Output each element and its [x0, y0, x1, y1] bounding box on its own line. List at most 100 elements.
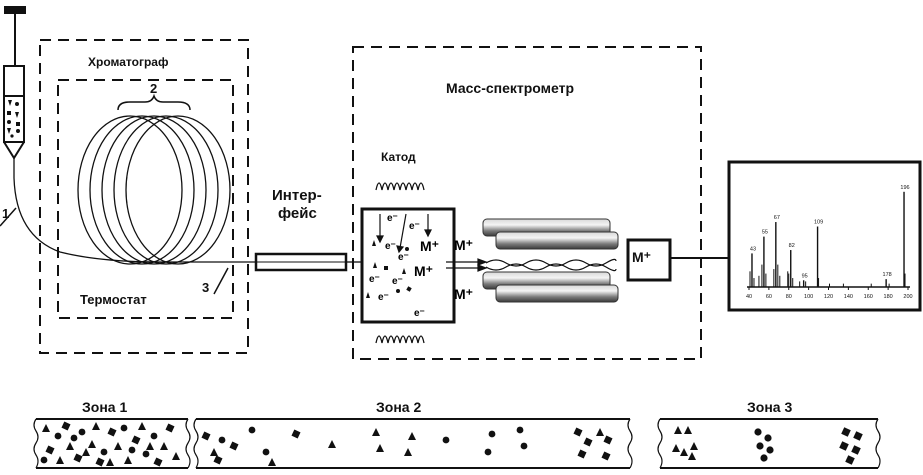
spectrum-peak-label: 82 [789, 243, 795, 249]
syringe-plunger-cap [4, 6, 26, 14]
thermostat-label: Термостат [80, 292, 147, 307]
zone-1-title: Зона 1 [82, 399, 127, 415]
spectrum-peak-label: 196 [900, 185, 909, 191]
thermostat-box [57, 79, 234, 319]
square-molecule [291, 429, 301, 439]
spectrum-peak-label: 43 [750, 246, 756, 252]
triangle-molecule [66, 442, 74, 450]
quadrupole-analyzer [482, 218, 619, 303]
ion-source-chamber [360, 207, 456, 324]
circle-molecule [756, 442, 764, 450]
circle-molecule [442, 436, 450, 444]
spectrum-peak-label: 55 [762, 230, 768, 236]
circle-molecule [760, 454, 768, 462]
square-molecule [213, 455, 223, 465]
triangle-molecule [92, 422, 100, 430]
square-molecule [851, 445, 861, 455]
square-molecule [95, 457, 105, 467]
spectrum-tick-label: 60 [766, 294, 772, 300]
circle-molecule [520, 442, 528, 450]
electron-symbol: e⁻ [385, 241, 396, 252]
circle-molecule [150, 432, 158, 440]
coil-brace [117, 93, 191, 111]
zone-2-title: Зона 2 [376, 399, 421, 415]
square-molecule [229, 441, 239, 451]
triangle-molecule [146, 442, 154, 450]
spectrum-tick-label: 160 [864, 294, 873, 300]
spectrum-peak-label: 178 [883, 272, 892, 278]
square-molecule [73, 453, 83, 463]
triangle-molecule [690, 442, 698, 450]
circle-molecule [100, 448, 108, 456]
spectrum-peak-label: 109 [814, 220, 823, 226]
triangle-molecule [82, 448, 90, 456]
triangle-molecule [376, 444, 384, 452]
electrons: e⁻ e⁻ e⁻ e⁻ e⁻ e⁻ e⁻ e⁻ [369, 213, 425, 319]
circle-molecule [78, 428, 86, 436]
syringe-barrel [3, 65, 25, 143]
electron-symbol: e⁻ [387, 213, 398, 224]
spectrum-tick-label: 140 [844, 294, 853, 300]
spectrum-tick-label: 100 [804, 294, 813, 300]
square-molecule [603, 435, 613, 445]
triangle-molecule [210, 448, 218, 456]
square-molecule [153, 457, 163, 467]
triangle-molecule [172, 452, 180, 460]
electron-symbol: e⁻ [378, 292, 389, 303]
chromatograph-box [39, 39, 249, 354]
triangle-molecule [138, 422, 146, 430]
electron-symbol: e⁻ [398, 252, 409, 263]
circle-molecule [142, 450, 150, 458]
ion-symbol: M⁺ [414, 263, 433, 279]
interface-label-line2: фейс [278, 205, 317, 222]
triangle-molecule [596, 428, 604, 436]
injector-label: 1 [0, 206, 17, 227]
injector-number: 1 [2, 206, 9, 221]
chromatograph-title: Хроматограф [88, 55, 169, 69]
circle-molecule [54, 432, 62, 440]
sample-molecules-in-source [366, 240, 412, 298]
square-molecule [107, 427, 117, 437]
cathode-filament-top [375, 182, 425, 191]
square-molecule [839, 441, 849, 451]
detector-box [626, 238, 672, 282]
triangle-molecule [114, 442, 122, 450]
electron-arrows [376, 213, 432, 254]
triangle-molecule [160, 442, 168, 450]
capillary-line [13, 158, 161, 263]
ion-symbol: M⁺ [454, 237, 473, 253]
square-molecule [577, 449, 587, 459]
ion-beam [446, 258, 617, 272]
quadrupole-rod [495, 231, 619, 250]
spectrum-tick-label: 180 [884, 294, 893, 300]
circle-molecule [516, 426, 524, 434]
square-molecule [45, 445, 55, 455]
circle-molecule [262, 448, 270, 456]
triangle-molecule [106, 458, 114, 466]
circle-molecule [218, 436, 226, 444]
cathode-filament-bottom [375, 335, 425, 344]
mass-spectrometer-title: Масс-спектрометр [446, 80, 574, 96]
circle-molecule [766, 446, 774, 454]
triangle-molecule [672, 444, 680, 452]
circle-molecule [764, 434, 772, 442]
spectrum-tick-label: 40 [746, 294, 752, 300]
square-molecule [61, 421, 71, 431]
triangle-molecule [404, 448, 412, 456]
detector-ion: M⁺ [632, 249, 651, 265]
cathode-label: Катод [381, 150, 416, 164]
triangle-molecule [42, 424, 50, 432]
square-molecule [165, 423, 175, 433]
circle-molecule [70, 434, 78, 442]
ion-symbol: M⁺ [454, 286, 473, 302]
square-molecule [853, 431, 863, 441]
triangle-molecule [56, 456, 64, 464]
square-molecule [201, 431, 211, 441]
triangle-molecule [688, 452, 696, 460]
spectrum-peak-label: 67 [774, 215, 780, 221]
zone-3-particles [672, 426, 863, 465]
interface-label-line1: Интер- [272, 187, 322, 204]
